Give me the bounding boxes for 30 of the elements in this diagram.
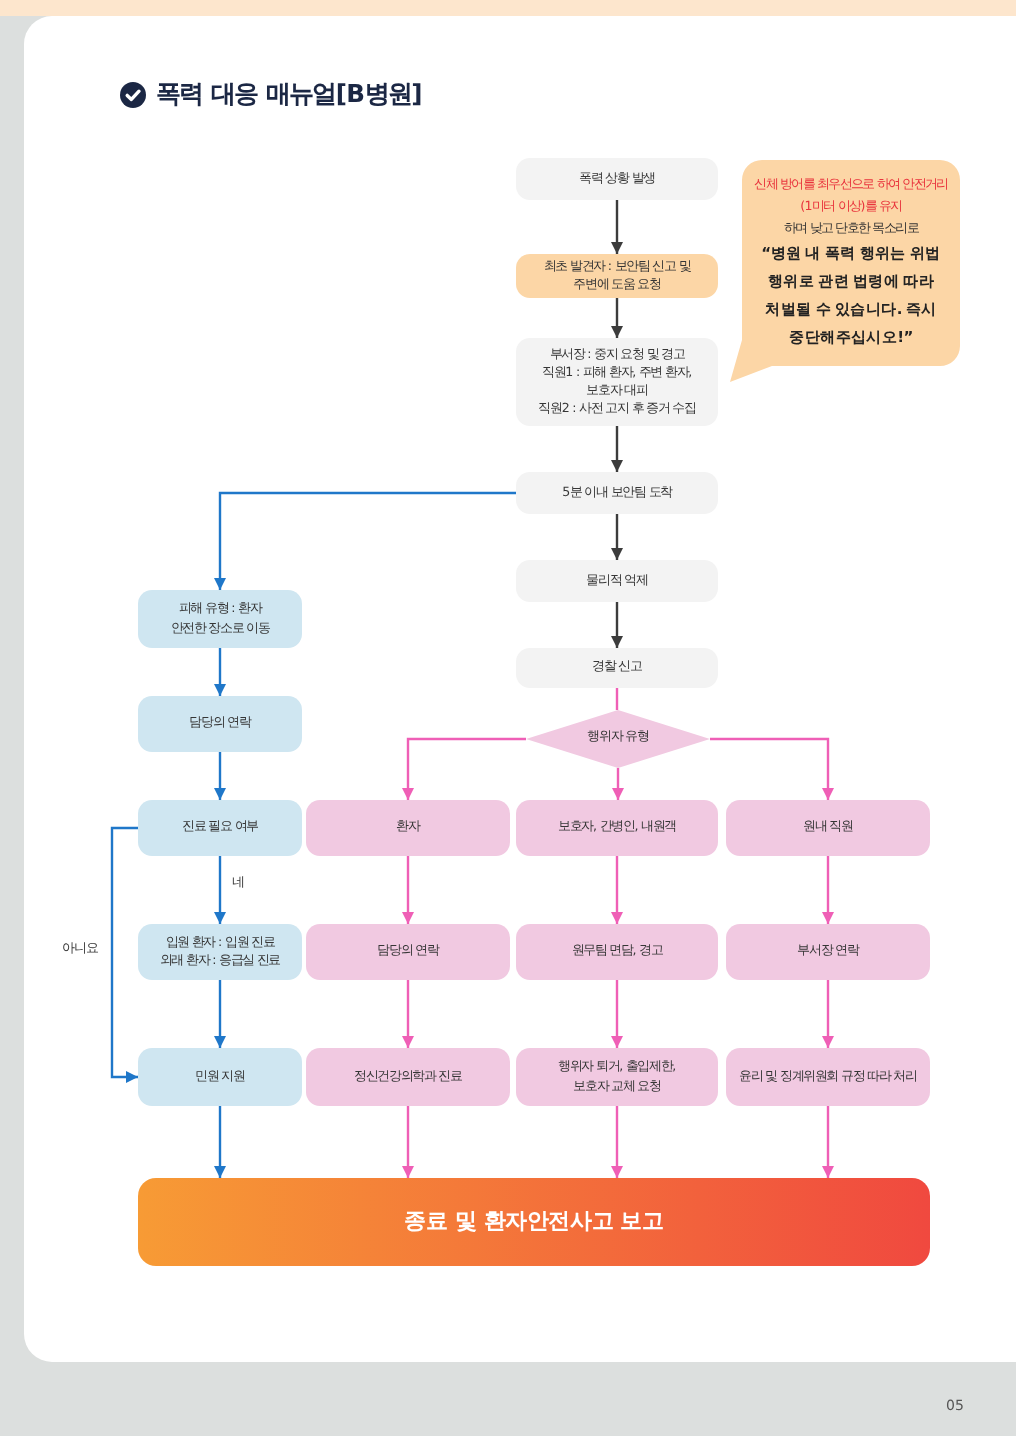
arrow [402,980,414,1048]
arrow [611,426,623,472]
arrow [611,514,623,560]
arrow [611,1106,623,1178]
arrow [822,980,834,1048]
arrow [402,1106,414,1178]
arrow [822,856,834,924]
connector-line [615,688,619,710]
arrow [402,737,526,800]
process-box [138,590,302,648]
title: 폭력 대응 매뉴얼[B병원] [156,78,422,112]
arrow [611,856,623,924]
end-banner: 종료 및 환자안전사고 보고 [138,1178,930,1266]
arrow [402,856,414,924]
arrow [612,768,624,800]
arrow [611,602,623,648]
arrow [611,980,623,1048]
arrow [214,752,226,800]
process-box [138,924,302,980]
arrow [710,737,834,800]
arrow [822,1106,834,1178]
arrow [214,856,226,924]
arrow [214,980,226,1048]
arrow [611,200,623,254]
arrow [214,648,226,696]
arrow [611,298,623,338]
arrow [214,1106,226,1178]
arrow [110,826,138,1083]
process-box [516,338,718,426]
arrow [214,491,516,590]
